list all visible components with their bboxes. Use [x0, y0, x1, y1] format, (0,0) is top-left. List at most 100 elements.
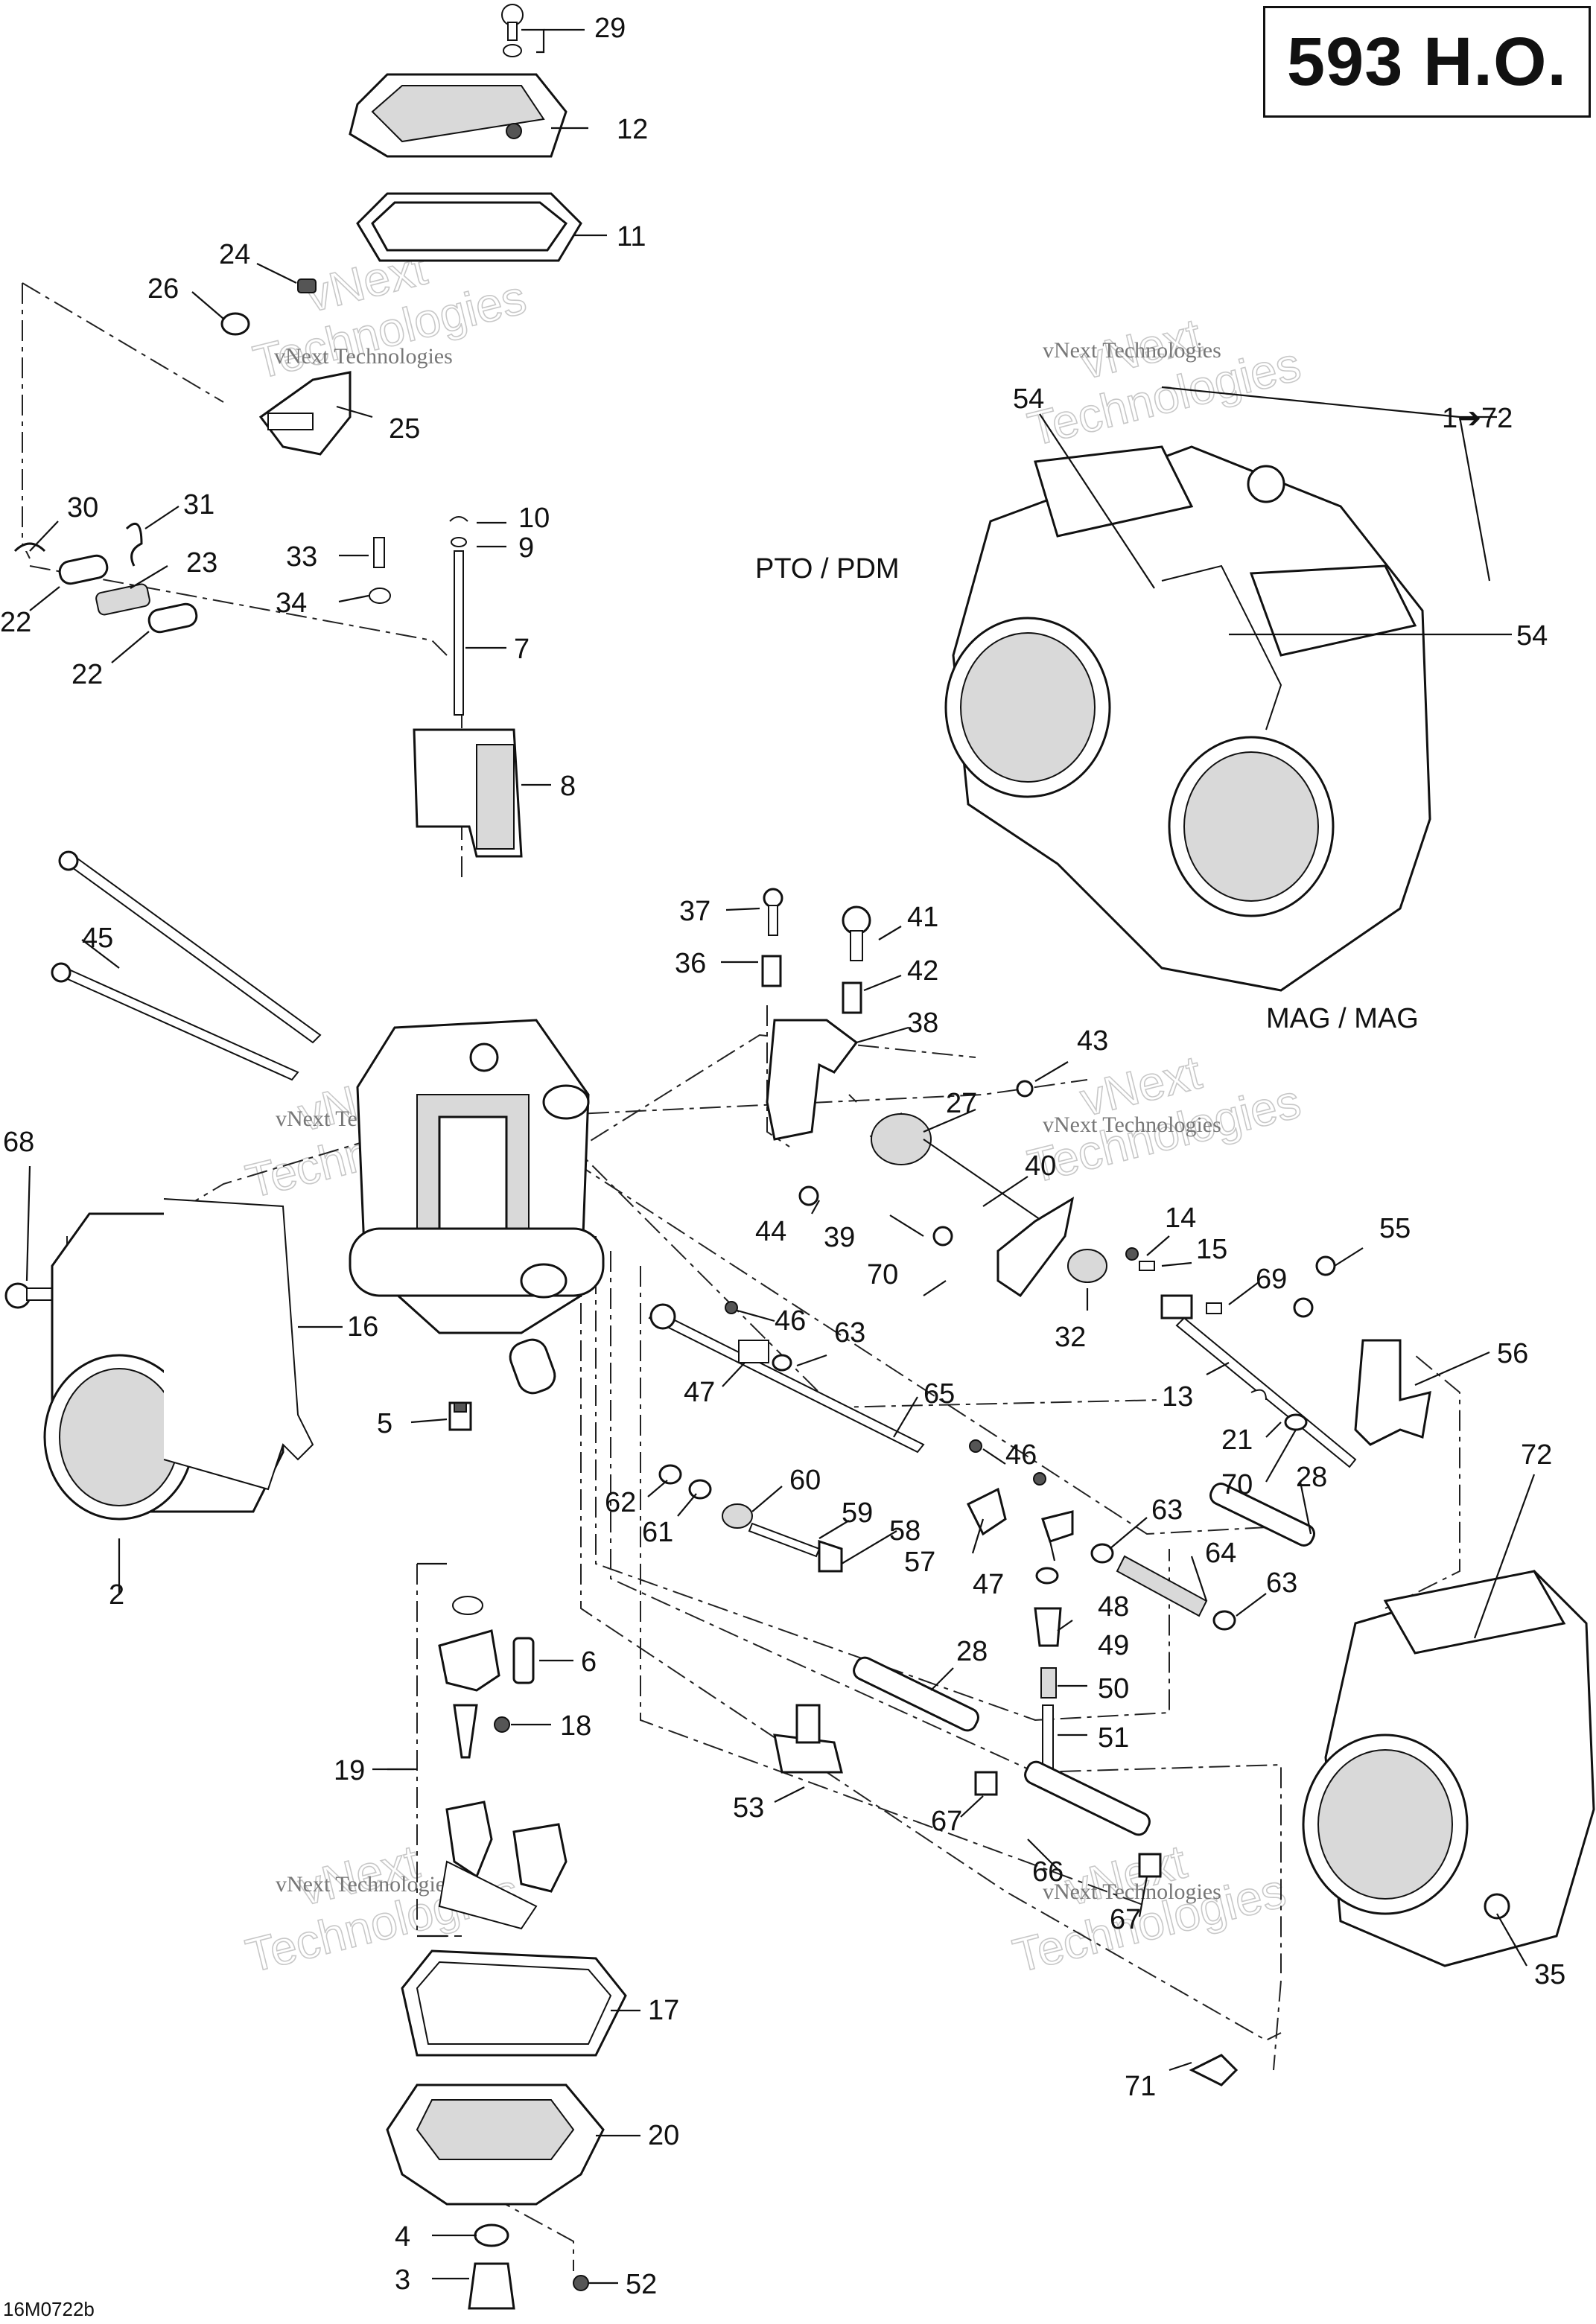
part-drain-plug [468, 2223, 589, 2310]
part-bowl-gasket [401, 1949, 627, 2057]
callout-27: 27 [946, 1088, 977, 1119]
callout-22a: 22 [0, 607, 31, 638]
section-label-pto: PTO / PDM [755, 553, 900, 585]
callout-48: 48 [1098, 1591, 1129, 1623]
part-choke-shaft [648, 1301, 925, 1454]
leader-lines [25, 28, 1536, 2285]
part-jet-5 [448, 1401, 472, 1431]
callout-17: 17 [648, 1995, 679, 2026]
callout-42: 42 [907, 955, 938, 987]
callout-32: 32 [1055, 1322, 1086, 1353]
callout-68: 68 [3, 1127, 34, 1158]
callout-31: 31 [183, 489, 214, 520]
callout-15: 15 [1196, 1234, 1227, 1265]
part-float-assembly [438, 1596, 567, 1930]
callout-12: 12 [617, 114, 648, 145]
callout-11: 11 [617, 221, 646, 252]
callout-6: 6 [581, 1646, 597, 1678]
callout-41: 41 [907, 902, 938, 933]
callout-20: 20 [648, 2120, 679, 2151]
part-throttle-upper [761, 888, 1075, 1298]
callout-63a: 63 [834, 1317, 865, 1349]
callout-28b: 28 [956, 1636, 988, 1667]
title-box: 593 H.O. [1263, 6, 1591, 118]
callout-30: 30 [67, 492, 98, 523]
part-carb-body [349, 1019, 605, 1395]
callout-60: 60 [789, 1465, 821, 1496]
callout-22b: 22 [71, 659, 103, 690]
page-title: 593 H.O. [1286, 23, 1568, 100]
callout-33: 33 [286, 541, 317, 573]
callout-63c: 63 [1266, 1567, 1297, 1599]
callout-4: 4 [395, 2221, 410, 2253]
callout-7: 7 [514, 634, 530, 665]
callout-54a: 54 [1013, 383, 1044, 415]
parts [4, 4, 1595, 2310]
callout-64: 64 [1205, 1538, 1236, 1569]
callout-67b: 67 [1110, 1904, 1141, 1935]
part-carb-assembly-lower [1302, 1570, 1595, 1967]
callout-35: 35 [1534, 1959, 1565, 1990]
part-cap-71 [1189, 2054, 1239, 2086]
callout-46b: 46 [1005, 1439, 1037, 1471]
callout-49: 49 [1098, 1630, 1129, 1661]
part-gasket-top [356, 192, 582, 262]
callout-8: 8 [560, 771, 576, 802]
callout-13: 13 [1162, 1381, 1193, 1413]
watermark-2-small: vNext Technologies [1043, 338, 1221, 363]
callout-67a: 67 [931, 1806, 962, 1837]
callout-72: 72 [1521, 1439, 1552, 1471]
watermark-1-small: vNext Technologies [274, 344, 453, 369]
callout-54b: 54 [1516, 620, 1548, 652]
callout-56: 56 [1497, 1338, 1528, 1369]
callout-70a: 70 [867, 1259, 898, 1290]
callout-66: 66 [1032, 1856, 1064, 1888]
part-long-screws [51, 850, 322, 1081]
callout-47a: 47 [684, 1377, 715, 1408]
part-screw-68 [4, 1282, 57, 1309]
callout-58: 58 [889, 1515, 921, 1547]
callout-46a: 46 [775, 1305, 806, 1337]
callout-50: 50 [1098, 1673, 1129, 1704]
callout-38: 38 [907, 1007, 938, 1039]
part-needle-slide [369, 516, 523, 858]
callout-62: 62 [605, 1487, 636, 1518]
watermark-6-small: vNext Technologies [1043, 1879, 1221, 1904]
section-label-mag: MAG / MAG [1266, 1003, 1419, 1034]
part-lower-rods [773, 1656, 1162, 1878]
callout-28a: 28 [1296, 1462, 1327, 1493]
callout-63b: 63 [1151, 1494, 1183, 1526]
callout-2: 2 [109, 1579, 124, 1611]
callout-34: 34 [276, 588, 307, 619]
callout-57: 57 [904, 1547, 935, 1578]
part-top-cover [349, 4, 567, 158]
callout-40: 40 [1025, 1150, 1056, 1182]
callout-16: 16 [347, 1311, 378, 1343]
callout-43: 43 [1077, 1025, 1108, 1057]
callout-47b: 47 [973, 1569, 1004, 1600]
part-choke-assembly [220, 278, 352, 456]
watermark-5-small: vNext Technologies [276, 1872, 454, 1897]
callout-70b: 70 [1221, 1469, 1253, 1500]
callout-29: 29 [594, 13, 626, 44]
callout-61: 61 [642, 1517, 673, 1548]
callout-26: 26 [147, 273, 179, 305]
callout-52: 52 [626, 2269, 657, 2300]
callout-3: 3 [395, 2264, 410, 2296]
callout-18: 18 [560, 1710, 591, 1742]
part-air-adapter [43, 1198, 314, 1521]
callout-59: 59 [842, 1497, 873, 1529]
part-throttle-spring [1067, 1247, 1431, 1446]
callout-9: 9 [518, 532, 534, 564]
part-carb-assembly-top [944, 445, 1431, 992]
callout-25: 25 [389, 413, 420, 445]
callout-14: 14 [1165, 1203, 1196, 1234]
callout-53: 53 [733, 1792, 764, 1824]
callout-10: 10 [518, 503, 550, 534]
part-linkage-clips [13, 522, 198, 634]
watermark-4-small: vNext Technologies [1043, 1112, 1221, 1137]
callout-labels: 29 12 11 24 26 25 30 31 23 22 22 33 34 1… [0, 13, 1565, 2300]
callout-65: 65 [923, 1378, 955, 1410]
reference-code: 16M0722b [3, 2298, 95, 2320]
